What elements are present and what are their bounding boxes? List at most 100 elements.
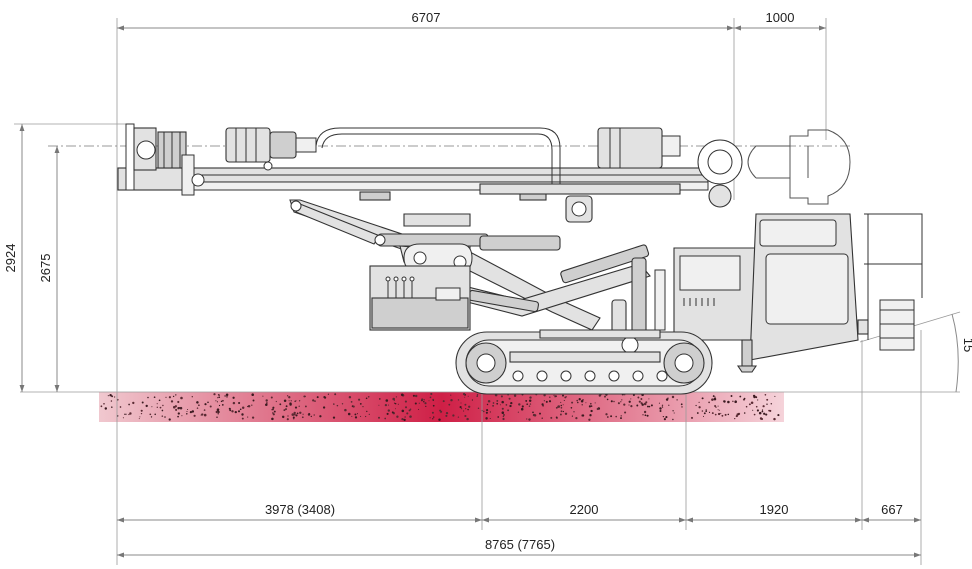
ground-speck bbox=[366, 410, 368, 413]
ground-speck bbox=[216, 401, 218, 403]
ground-speck bbox=[528, 418, 531, 420]
ground-speck bbox=[705, 409, 707, 411]
ground-speck bbox=[518, 403, 521, 406]
ground-speck bbox=[347, 412, 351, 416]
ground-speck bbox=[557, 405, 561, 408]
ground-speck bbox=[322, 406, 326, 409]
ground-speck bbox=[198, 404, 200, 407]
ground-speck bbox=[217, 394, 219, 396]
ground-speck bbox=[333, 403, 335, 405]
ground-speck bbox=[445, 414, 448, 417]
hose-loop bbox=[315, 127, 561, 184]
ground-speck bbox=[604, 395, 606, 398]
ground-speck bbox=[501, 407, 504, 410]
ground-speck bbox=[271, 409, 273, 411]
ground-speck bbox=[316, 396, 319, 399]
ground-speck bbox=[615, 415, 617, 418]
ground-speck bbox=[712, 395, 715, 398]
ground-speck bbox=[301, 416, 304, 419]
ground-speck bbox=[365, 397, 368, 400]
ground-speck bbox=[241, 417, 244, 420]
extended-position-outline bbox=[747, 129, 851, 205]
ground-speck bbox=[681, 406, 683, 408]
ground-speck bbox=[532, 413, 536, 417]
ground-speck bbox=[377, 416, 381, 419]
crawler-track bbox=[455, 329, 713, 395]
ground-speck bbox=[394, 408, 397, 410]
ground-speck bbox=[344, 408, 347, 412]
ground-speck bbox=[466, 417, 469, 421]
ground-speck bbox=[252, 399, 255, 402]
ground-speck bbox=[658, 402, 660, 404]
ground-speck bbox=[708, 401, 710, 404]
ground-speck bbox=[676, 399, 678, 401]
ground-speck bbox=[564, 412, 568, 416]
ground-speck bbox=[218, 396, 221, 399]
ground-speck bbox=[113, 396, 116, 398]
ground-speck bbox=[659, 407, 662, 410]
ground-speck bbox=[122, 417, 124, 419]
ground-speck bbox=[111, 406, 113, 408]
ground-speck bbox=[319, 415, 322, 418]
ground-speck bbox=[497, 416, 500, 418]
ground-speck bbox=[128, 413, 130, 416]
ground-speck bbox=[177, 400, 180, 404]
ground-speck bbox=[662, 415, 665, 418]
ground-speck bbox=[711, 412, 714, 415]
ground-speck bbox=[727, 413, 730, 416]
ground-speck bbox=[589, 402, 592, 405]
ground-speck bbox=[100, 405, 103, 408]
ground-speck bbox=[271, 417, 274, 421]
ground-speck bbox=[392, 397, 396, 401]
ground-speck bbox=[734, 417, 736, 420]
ground-speck bbox=[529, 403, 532, 405]
ground-speck bbox=[648, 398, 650, 400]
ground-speck bbox=[766, 398, 769, 401]
ground-speck bbox=[745, 405, 748, 408]
ground-speck bbox=[714, 413, 717, 416]
ground-speck bbox=[414, 402, 417, 405]
ground-speck bbox=[628, 400, 631, 403]
ground-speck bbox=[404, 416, 406, 418]
ground-speck bbox=[403, 418, 406, 422]
ground-speck bbox=[476, 395, 479, 398]
ground-speck bbox=[541, 403, 544, 406]
ground-speck bbox=[761, 409, 764, 411]
ground-speck bbox=[620, 417, 622, 420]
ground-speck bbox=[162, 404, 164, 407]
ground-speck bbox=[476, 393, 479, 396]
ground-speck bbox=[452, 414, 455, 417]
ground-speck bbox=[753, 413, 756, 416]
ground-speck bbox=[294, 406, 298, 409]
ground-speck bbox=[192, 410, 194, 412]
ground-speck bbox=[401, 409, 405, 413]
ground-speck bbox=[193, 414, 196, 417]
ground-speck bbox=[467, 408, 469, 411]
ground-speck bbox=[141, 401, 144, 404]
ground-speck bbox=[391, 411, 394, 414]
ground-speck bbox=[147, 396, 149, 399]
ground-speck bbox=[175, 394, 177, 396]
ground-speck bbox=[432, 404, 435, 407]
ground-speck bbox=[646, 414, 649, 417]
ground-speck bbox=[646, 405, 649, 408]
ground-speck bbox=[509, 404, 512, 408]
ground-speck bbox=[502, 415, 505, 418]
ground-speck bbox=[571, 415, 573, 417]
ground-speck bbox=[265, 399, 268, 402]
boom-arms bbox=[289, 199, 666, 345]
ground-speck bbox=[201, 413, 204, 416]
ground-speck bbox=[362, 405, 364, 408]
control-box bbox=[369, 265, 471, 331]
ground-speck bbox=[440, 410, 443, 413]
ground-speck bbox=[400, 393, 404, 397]
ground-speck bbox=[762, 405, 765, 408]
ground-speck bbox=[563, 399, 565, 402]
ground-speck bbox=[203, 409, 206, 411]
ground-speck bbox=[774, 395, 776, 397]
ground-speck bbox=[448, 403, 451, 406]
ground-speck bbox=[520, 407, 524, 411]
ground-speck bbox=[492, 402, 495, 404]
rotary-head bbox=[225, 127, 317, 171]
ground-speck bbox=[644, 414, 647, 417]
